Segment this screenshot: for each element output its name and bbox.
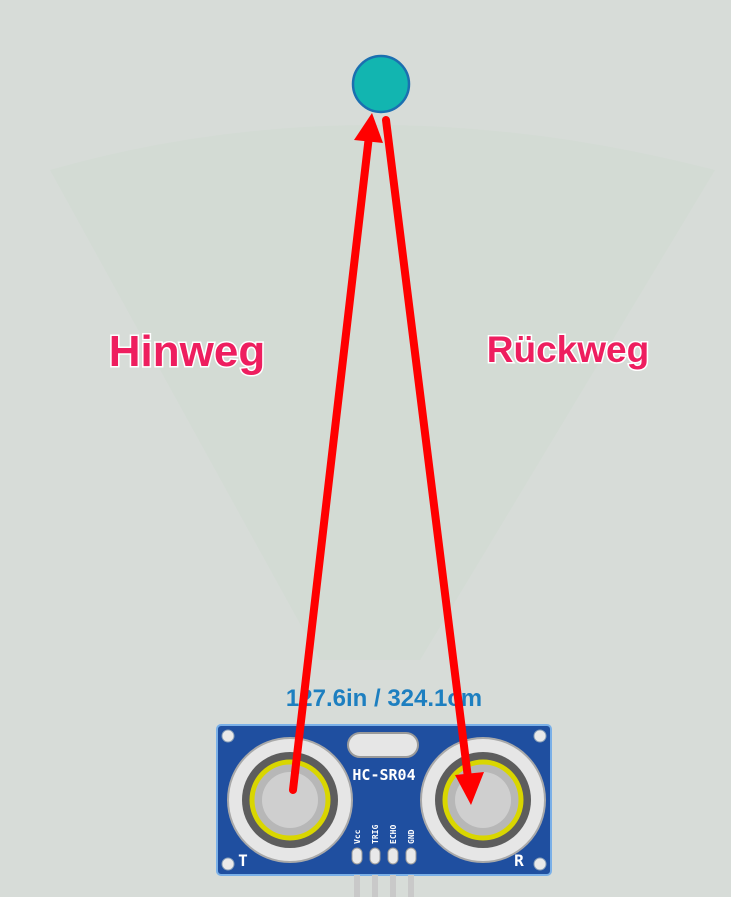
receiver-transducer-icon: [420, 737, 546, 863]
crystal-oscillator: [347, 732, 419, 758]
mounting-hole-icon: [221, 857, 235, 871]
hc-sr04-sensor[interactable]: HC-SR04 Vcc TRIG ECHO GND T R: [216, 724, 552, 876]
return-label: Rückweg: [487, 329, 649, 370]
mounting-hole-icon: [533, 857, 547, 871]
sensor-model-label: HC-SR04: [352, 766, 415, 784]
pin-pad[interactable]: [405, 847, 417, 865]
target-obstacle-icon[interactable]: [351, 54, 411, 114]
outbound-label: Hinweg: [109, 327, 265, 376]
distance-readout: 127.6in / 324.1cm: [286, 685, 482, 712]
mounting-hole-icon: [533, 729, 547, 743]
pin-label-echo: ECHO: [389, 825, 398, 844]
pin-pad[interactable]: [387, 847, 399, 865]
pin-pad[interactable]: [369, 847, 381, 865]
pin-pad[interactable]: [351, 847, 363, 865]
beam-cone: [50, 125, 715, 660]
receiver-mark: R: [514, 851, 524, 870]
transmitter-mark: T: [238, 851, 248, 870]
pin-label-vcc: Vcc: [353, 829, 362, 844]
pin-label-trig: TRIG: [371, 825, 380, 844]
header-pins: [354, 875, 414, 897]
mounting-hole-icon: [221, 729, 235, 743]
outbound-arrow: [289, 113, 383, 794]
pin-label-gnd: GND: [407, 829, 416, 844]
transmitter-transducer-icon: [227, 737, 353, 863]
return-arrow: [382, 116, 484, 805]
